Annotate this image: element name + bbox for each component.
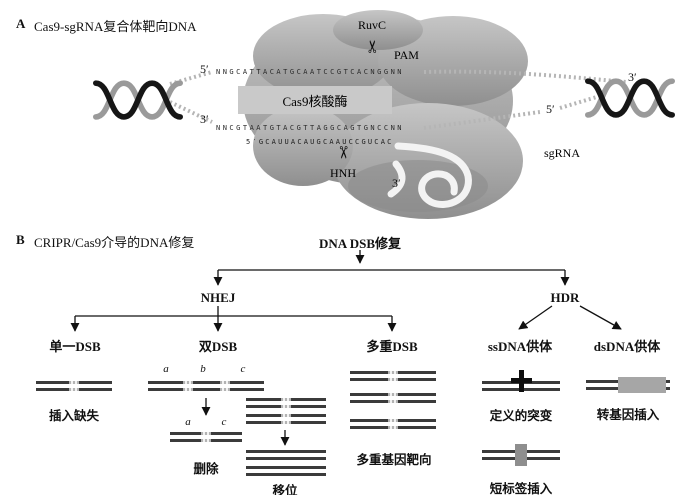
chromosome-graphic [148,381,264,395]
caption-translocation: 移位 [272,484,298,495]
caption-defined-mutation: 定义的突变 [489,409,553,423]
short-tag-insert-box [515,444,527,466]
chromosome-graphic [246,398,326,412]
chromosome-graphic [246,450,326,464]
target-strand-sequence: NNGCATTACATGCAATCCGTCACNGGNN [216,68,405,76]
prime-sgrna-3end: 3′ [392,176,401,190]
dna-helix-left [93,80,183,120]
chromosome-graphic [36,381,112,395]
header-double-dsb: 双DSB [198,339,238,354]
hnh-scissors-icon: ✂ [333,145,353,160]
prime-right-mid: 5′ [546,102,555,116]
pam-label: PAM [394,48,419,62]
transgene-insert-box [618,377,666,393]
node-nhej: NHEJ [200,290,236,305]
header-dsdna-donor: dsDNA供体 [593,339,661,354]
node-hdr: HDR [550,290,580,305]
panel-b-title: CRIPR/Cas9介导的DNA修复 [34,235,195,250]
caption-deletion: 删除 [193,462,219,476]
header-single-dsb: 单一DSB [49,339,101,354]
header-multi-dsb: 多重DSB [366,339,418,354]
segment-letter-a: a [163,363,169,375]
sgrna-label: sgRNA [544,146,581,160]
panel-a-title: Cas9-sgRNA复合体靶向DNA [34,19,197,34]
cas9-nuclease-label: Cas9核酸酶 [282,93,348,109]
segment-letter-b: b [200,363,206,375]
node-dna-dsb-repair: DNA DSB修复 [319,236,401,251]
repair-pathway-tree-lines [70,250,622,446]
caption-short-tag-insertion: 短标签插入 [489,482,553,495]
cas9-nuclease-box: Cas9核酸酶 [238,86,392,114]
point-mutation-cross-icon [511,370,532,392]
ruvc-scissors-icon: ✂ [363,39,383,54]
prime-right-top: 3′ [628,70,637,84]
dna-strand-connectors [169,69,627,130]
prime-left-top: 5′ [200,62,209,76]
caption-indel: 插入缺失 [48,409,100,423]
complementary-strand-sequence: NNCGTAATGTACGTTAGGCAGTGNCCNN [216,124,405,132]
caption-multiplex-targeting: 多重基因靶向 [356,453,432,467]
caption-transgene-insertion: 转基因插入 [596,408,660,422]
segment-letter-a2: a [185,416,191,428]
chromosome-graphic [246,466,326,480]
dna-helix-right [585,78,675,118]
sgrna-sequence: 5′GCAUUACAUGCAAUCCGUCAC [246,138,394,146]
sgrna-ribbon [387,142,472,208]
panel-b-tag: B [16,232,25,247]
chromosome-graphic [170,432,242,446]
segment-letter-c2: c [221,416,227,428]
chromosome-graphic [350,419,436,433]
hnh-label: HNH [330,166,356,180]
chromosome-graphic [350,371,436,385]
segment-letter-c: c [240,363,246,375]
header-ssdna-donor: ssDNA供体 [487,339,553,354]
chromosome-graphic [350,393,436,407]
panel-a-tag: A [16,16,26,31]
ruvc-label: RuvC [358,18,387,32]
chromosome-graphic [246,414,326,428]
prime-left-bottom: 3′ [200,112,209,126]
